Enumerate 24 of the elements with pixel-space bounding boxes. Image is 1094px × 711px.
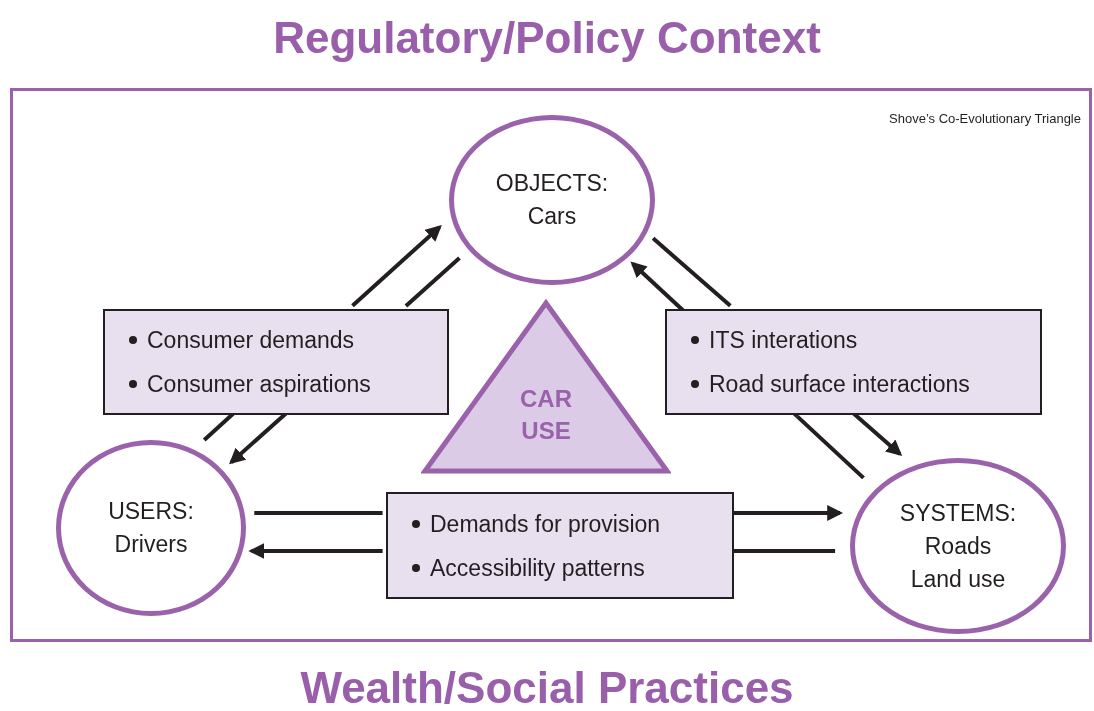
list-item-text: ITS interations [709, 326, 858, 355]
list-item-text: Consumer aspirations [147, 370, 371, 399]
arrow [351, 225, 442, 308]
list-item-text: Consumer demands [147, 326, 355, 355]
arrow [248, 543, 383, 559]
diagram-caption: Shove’s Co-Evolutionary Triangle [889, 110, 1081, 128]
text-box [665, 309, 1042, 415]
node-text: Roads [924, 531, 992, 561]
text-box [103, 309, 449, 415]
list-item-text: Demands for provision [430, 509, 661, 539]
node-text: Land use [910, 564, 1006, 594]
node-text: Drivers [114, 530, 188, 559]
title: Regulatory/Policy Context [273, 12, 821, 64]
node-text: OBJECTS: [495, 169, 609, 198]
node-text: SYSTEMS: [899, 498, 1017, 528]
node-text: USERS: [108, 497, 194, 526]
frame-box [10, 88, 1092, 642]
triangle-node [421, 299, 671, 475]
node-text: Cars [527, 202, 577, 231]
text-box [386, 492, 734, 599]
list-item-text: Accessibility patterns [430, 553, 645, 583]
list-item-text: Road surface interactions [709, 370, 970, 399]
footer-heading: Wealth/Social Practices [300, 662, 794, 711]
node-text: CAR USE [519, 384, 573, 446]
